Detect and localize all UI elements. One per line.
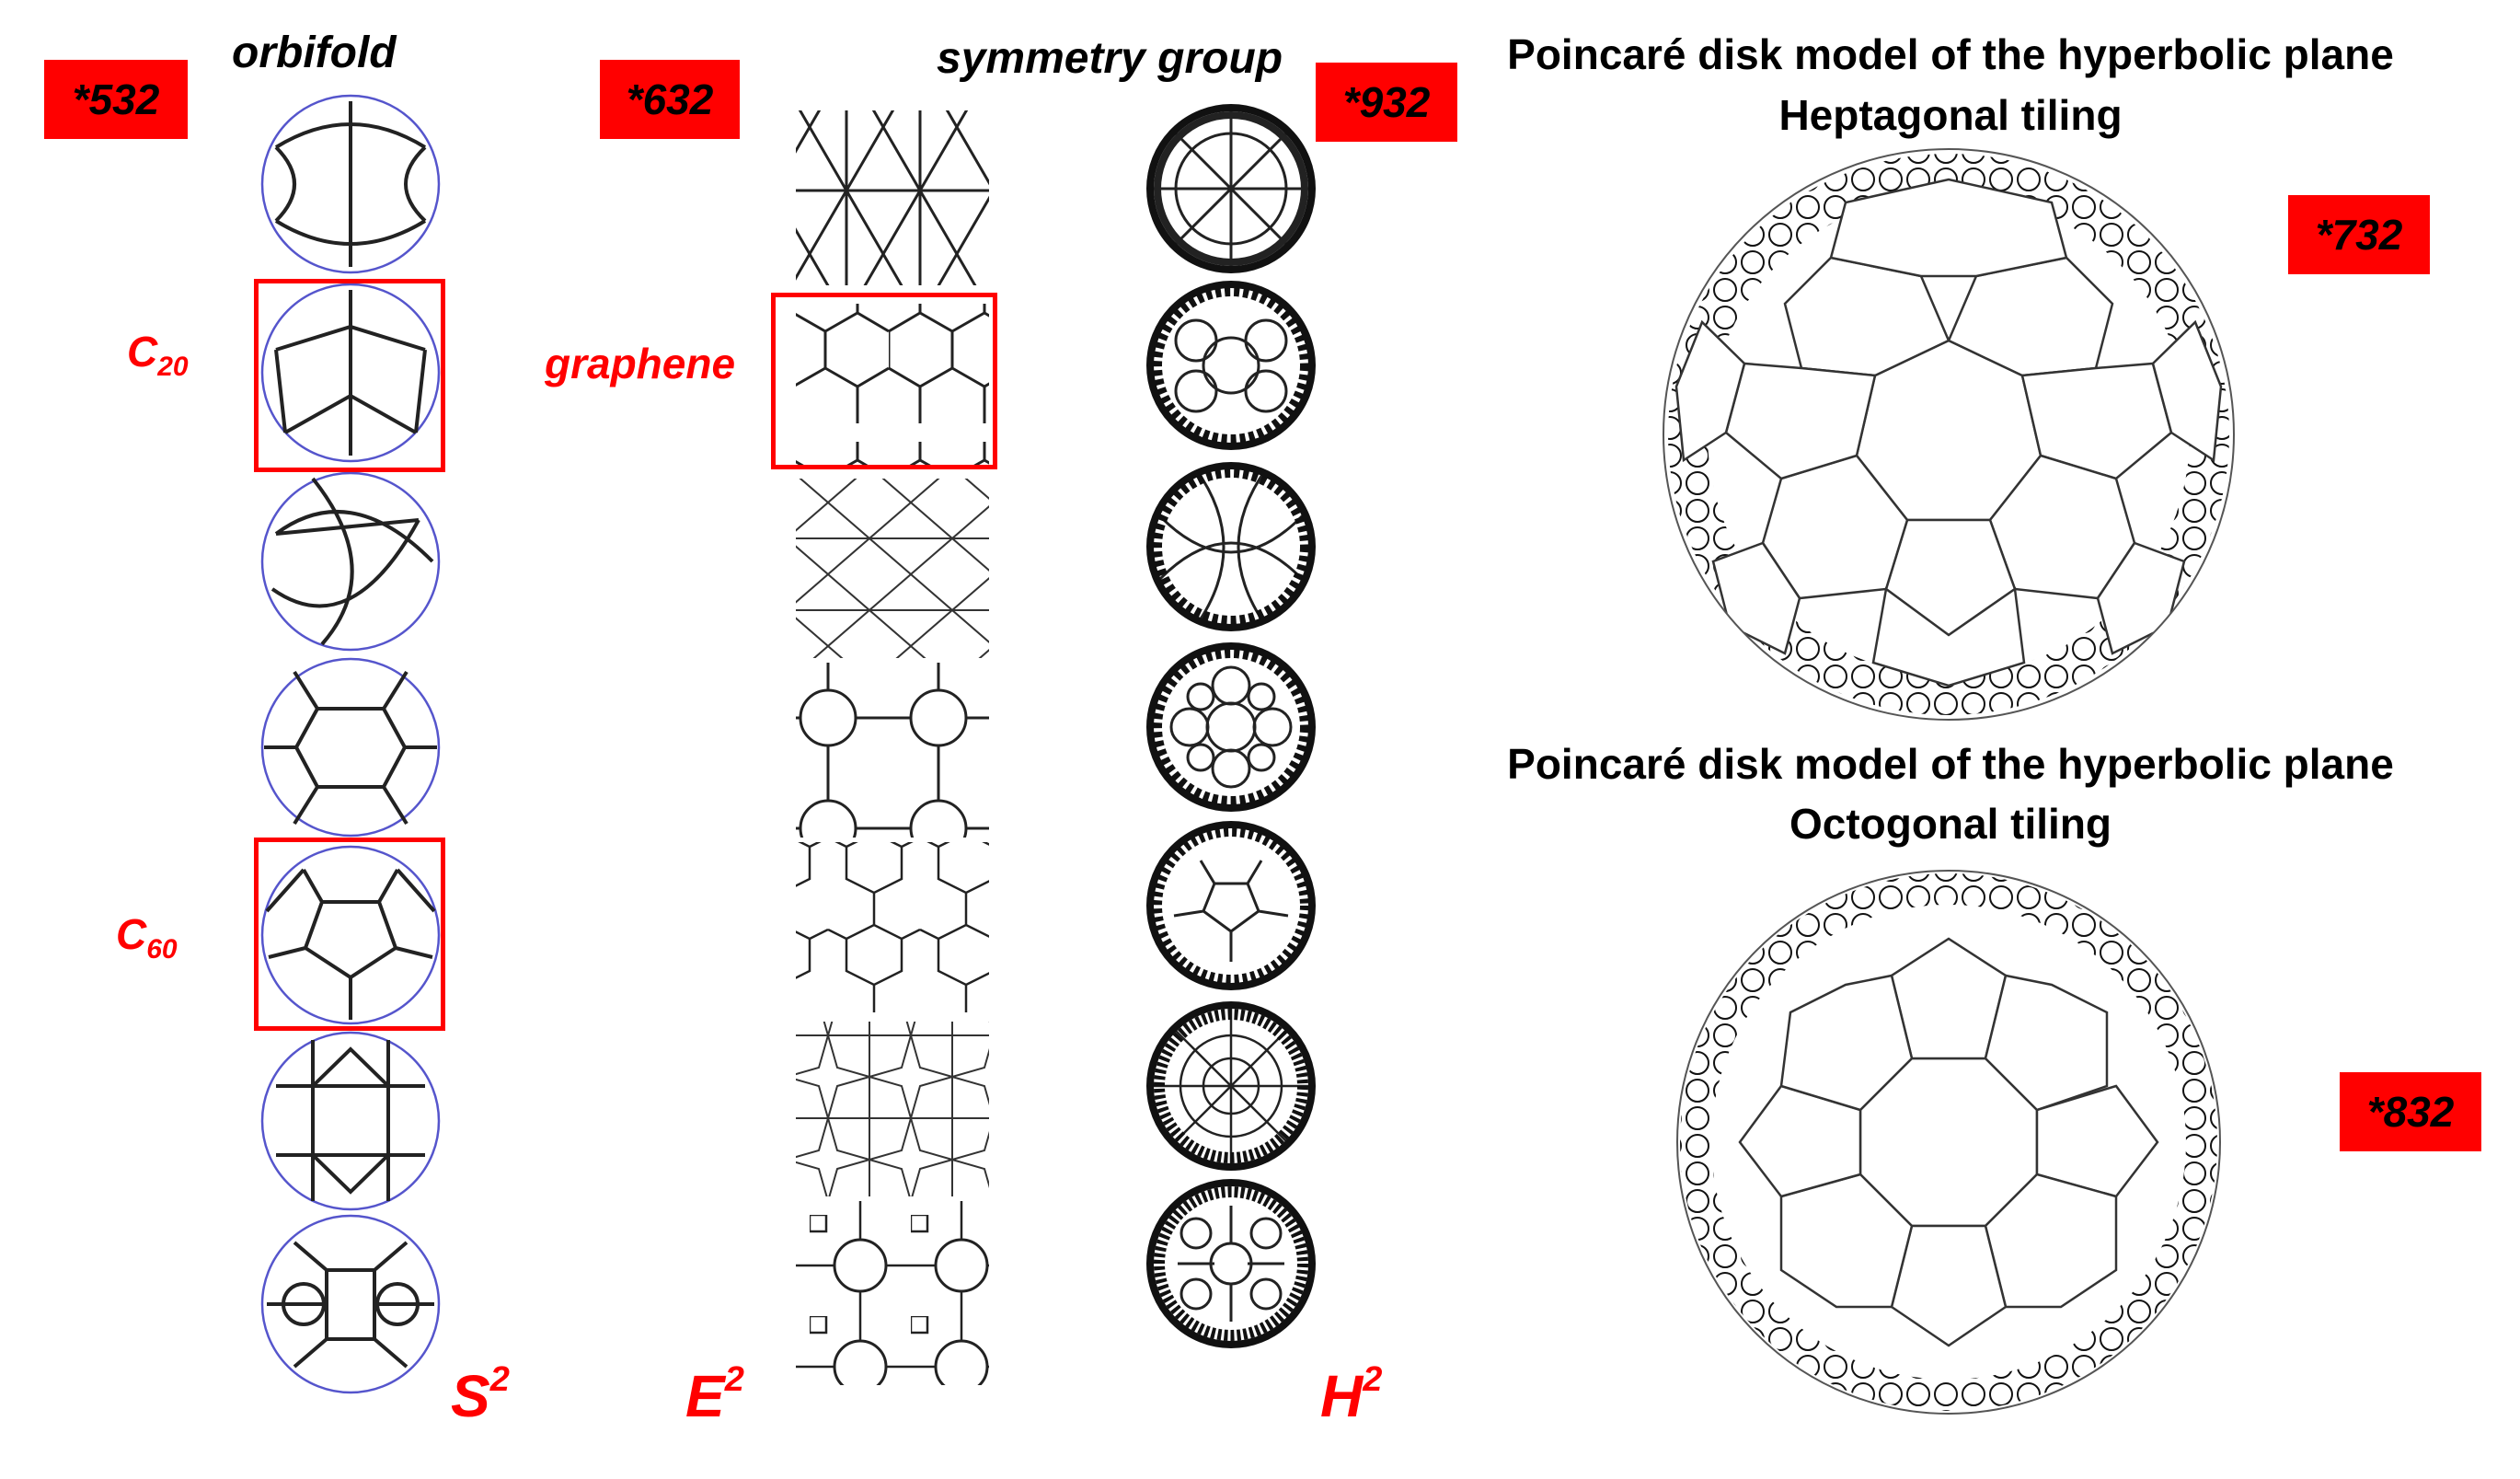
symmetry-group-header: symmetry group <box>937 34 1283 83</box>
sphere-7 <box>260 1214 441 1394</box>
e2-sup: 2 <box>724 1360 744 1399</box>
hdisk-1 <box>1146 104 1316 273</box>
graphene-label: graphene <box>545 340 736 387</box>
orbifold-header: orbifold <box>232 29 397 77</box>
hdisk-4 <box>1146 642 1316 812</box>
badge-732: *732 <box>2288 195 2430 274</box>
c20-label-main: C <box>127 328 158 376</box>
octogonal-title-line2: Octogonal tiling <box>1789 800 2112 848</box>
hdisk-2 <box>1146 281 1316 450</box>
sphere-3 <box>260 471 441 652</box>
euclidean-tilings <box>796 110 989 1385</box>
c60-label-main: C <box>116 910 147 958</box>
hdisk-5 <box>1146 821 1316 990</box>
heptagonal-title-line1: Poincaré disk model of the hyperbolic pl… <box>1507 30 2394 78</box>
badge-932: *932 <box>1316 63 1457 142</box>
badge-832: *832 <box>2340 1072 2481 1151</box>
octagonal-disk <box>1676 870 2221 1415</box>
hdisk-7 <box>1146 1179 1316 1348</box>
c60-label: C60 <box>116 909 178 965</box>
sphere-1 <box>260 94 441 274</box>
h2-sup: 2 <box>1363 1360 1383 1399</box>
heptagonal-disk <box>1663 148 2235 721</box>
sphere-4 <box>260 657 441 838</box>
c20-label: C20 <box>127 327 189 383</box>
heptagonal-title-line2: Heptagonal tiling <box>1778 91 2123 139</box>
c20-label-sub: 20 <box>157 352 189 382</box>
sphere-2-c20 <box>260 283 441 463</box>
c60-highlight-box <box>254 838 445 1031</box>
s2-main: S <box>451 1363 490 1429</box>
badge-532: *532 <box>44 60 188 139</box>
c20-highlight-box <box>254 279 445 472</box>
sphere-5-c60 <box>260 845 441 1025</box>
s2-label: S2 <box>451 1360 510 1430</box>
hyperbolic-small-disks <box>1146 104 1316 1348</box>
graphene-highlight-box <box>771 293 997 469</box>
hdisk-6 <box>1146 1001 1316 1171</box>
badge-632: *632 <box>600 60 740 139</box>
s2-sup: 2 <box>489 1360 510 1399</box>
sphere-6 <box>260 1031 441 1211</box>
hdisk-3 <box>1146 462 1316 631</box>
h2-label: H2 <box>1320 1360 1382 1430</box>
h2-main: H <box>1320 1363 1364 1429</box>
sphere-tilings <box>260 94 441 1394</box>
e2-label: E2 <box>685 1360 744 1430</box>
e2-main: E <box>685 1363 725 1429</box>
octogonal-title-line1: Poincaré disk model of the hyperbolic pl… <box>1507 740 2394 788</box>
c60-label-sub: 60 <box>146 934 178 965</box>
